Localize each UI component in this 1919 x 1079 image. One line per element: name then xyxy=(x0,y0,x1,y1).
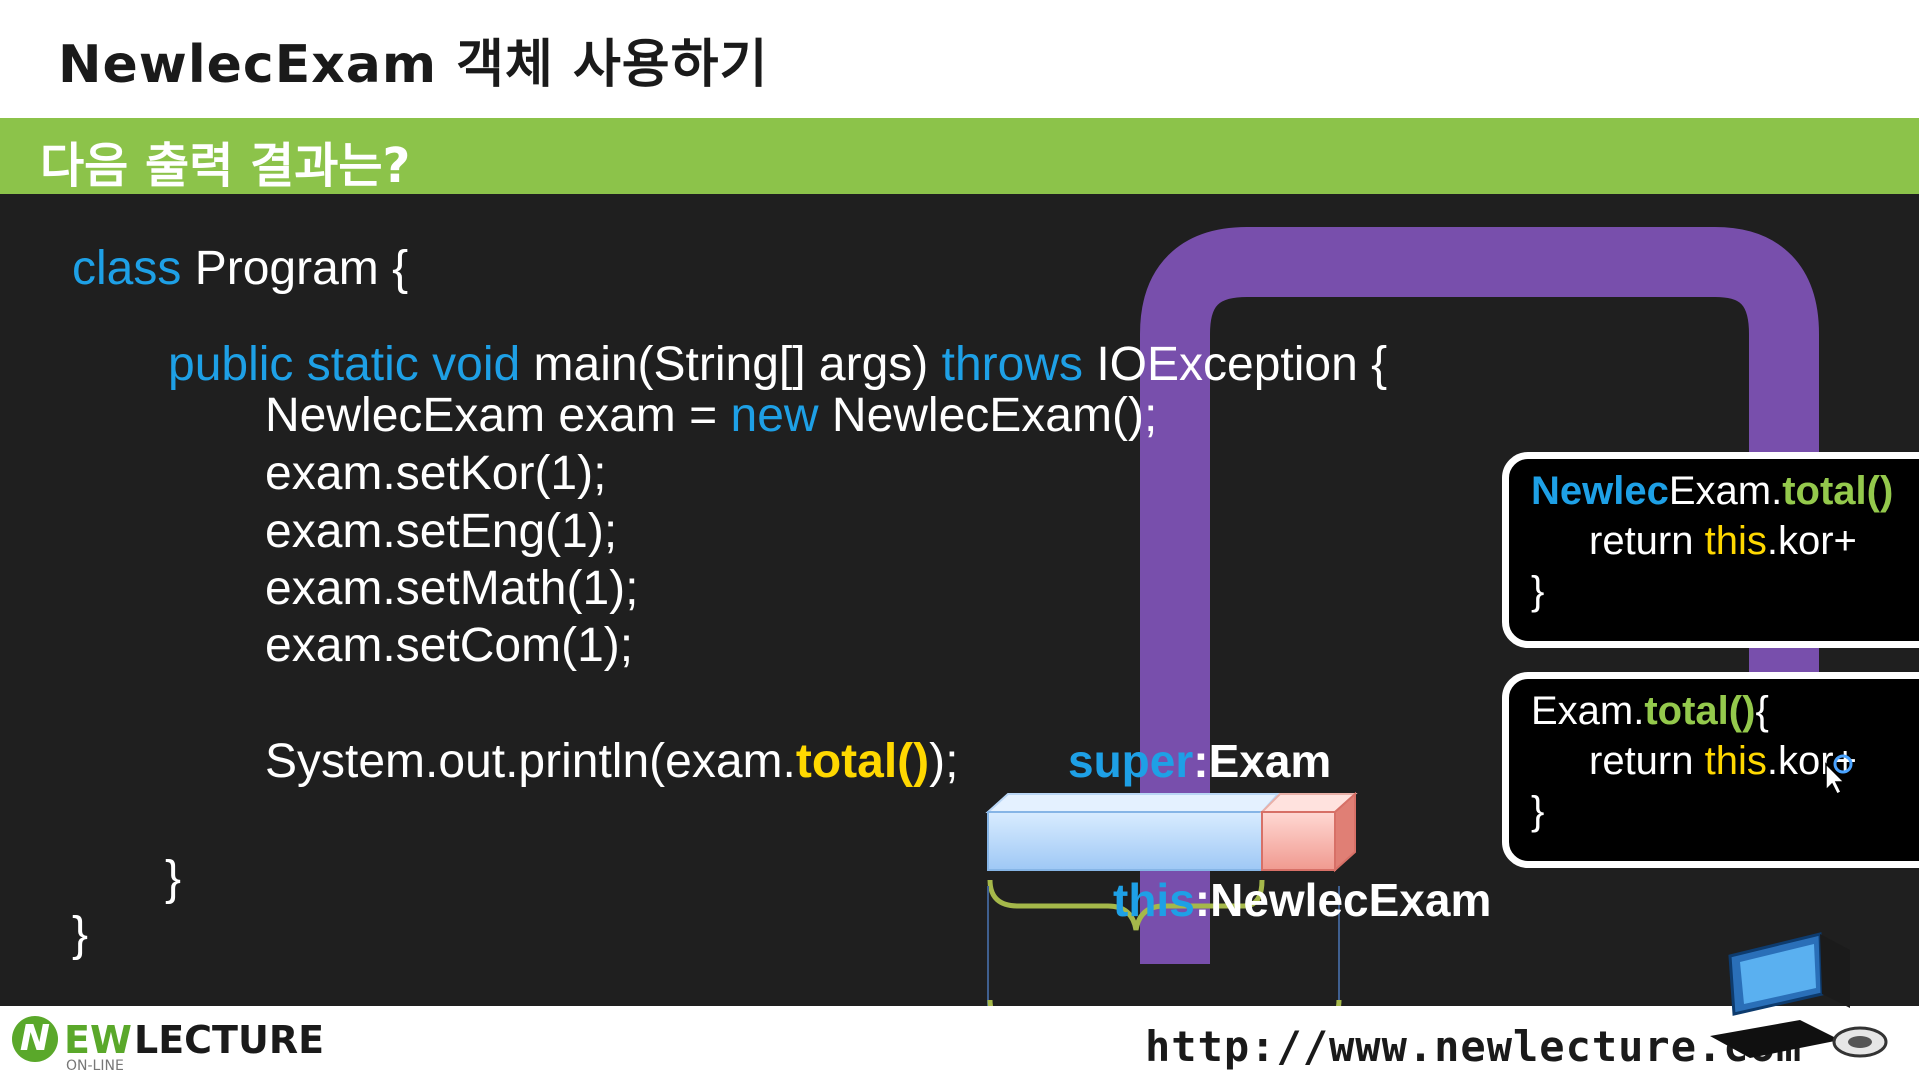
slide-header: NewlecExam 객체 사용하기 xyxy=(0,0,1919,118)
mouse-cursor-icon xyxy=(0,194,1919,1006)
computer-illustration-icon xyxy=(1700,916,1915,1076)
logo-ew: EW xyxy=(64,1018,132,1062)
footer-bar: N EW LECTURE ON-LINE http://www.newlectu… xyxy=(0,1006,1919,1079)
cursor-click-ring xyxy=(1835,756,1851,772)
question-banner: 다음 출력 결과는? xyxy=(0,118,1919,194)
logo-online: ON-LINE xyxy=(66,1058,124,1074)
logo-n-icon: N xyxy=(12,1016,58,1062)
logo-lecture: LECTURE xyxy=(134,1018,324,1062)
slide-title: NewlecExam 객체 사용하기 xyxy=(58,22,768,97)
code-slide-area: class Program { public static void main(… xyxy=(0,194,1919,1006)
question-text: 다음 출력 결과는? xyxy=(40,126,410,196)
